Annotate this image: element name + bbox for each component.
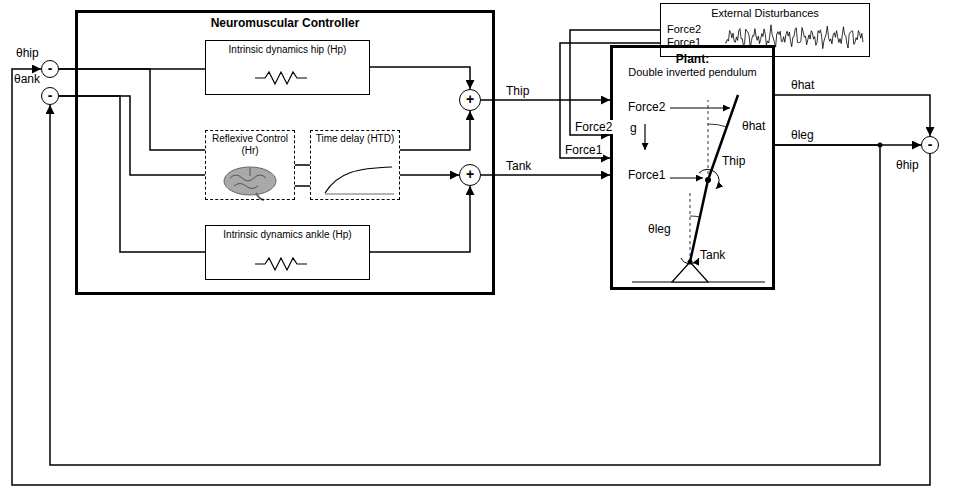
signal-label: θleg (790, 128, 815, 142)
node-text: Reflexive Control (Hr) (206, 131, 294, 157)
sum-junction: + (459, 89, 481, 111)
signal-connector (400, 174, 459, 176)
signal-connector (400, 111, 470, 150)
node-text: Neuromuscular Controller (78, 13, 492, 30)
junction-sign: + (460, 165, 480, 184)
process-box: Intrinsic dynamics ankle (Hp) (205, 225, 370, 280)
node-text: External Disturbances (661, 7, 869, 20)
spring-symbol (255, 258, 307, 270)
signal-connector (59, 96, 205, 252)
signal-label: θhat (790, 78, 815, 92)
signal-connector (370, 67, 470, 89)
signal-connector (481, 174, 610, 176)
signal-connector (50, 105, 880, 465)
signal-label: Thip (505, 84, 530, 98)
plant-box: Plant:Double inverted pendulum (610, 45, 775, 290)
signal-connector (59, 69, 205, 150)
sum-junction: - (921, 136, 939, 154)
figure-label: Force2 (628, 100, 665, 114)
process-box: Intrinsic dynamics hip (Hp) (205, 40, 370, 95)
figure-label: θleg (648, 222, 671, 236)
sum-junction: + (459, 164, 481, 186)
signal-label: Force2 (574, 120, 613, 134)
signal-connector (370, 186, 470, 252)
process-box: Reflexive Control (Hr) (205, 130, 295, 200)
figure-label: Tank (700, 248, 725, 262)
delay-axis (325, 194, 394, 195)
figure-label: g (630, 121, 637, 135)
junction-dot (878, 143, 883, 148)
process-box: Time delay (HTD) (310, 130, 400, 200)
signal-connector (12, 69, 930, 485)
node-text: Intrinsic dynamics ankle (Hp) (206, 226, 369, 240)
figure-label: Thip (722, 154, 745, 168)
signal-connector (295, 164, 310, 166)
signal-label: θhip (16, 46, 39, 60)
junction-sign: - (42, 88, 58, 103)
signal-label: Force1 (564, 143, 603, 157)
figure-label: Force1 (628, 168, 665, 182)
controller-box: Neuromuscular ControllerIntrinsic dynami… (75, 10, 495, 295)
spring-symbol (255, 72, 307, 84)
node-text: Force2 (667, 23, 701, 36)
node-text: Force1 (667, 36, 701, 49)
disturbance-box: External DisturbancesForce2Force1 (660, 3, 870, 57)
signal-label: θank (14, 72, 40, 86)
delay-curve (325, 167, 392, 193)
junction-sign: - (922, 137, 938, 152)
node-text: Plant: (613, 48, 772, 66)
sum-junction: - (41, 60, 59, 78)
signal-label: Tank (505, 159, 532, 173)
node-text: Intrinsic dynamics hip (Hp) (206, 41, 369, 55)
figure-label: θhat (742, 119, 765, 133)
signal-connector (59, 96, 205, 175)
sum-junction: - (41, 87, 59, 105)
node-text: Time delay (HTD) (311, 131, 399, 145)
signal-label: θhip (896, 158, 919, 172)
signal-connector (481, 99, 610, 101)
brain-icon (224, 167, 276, 200)
node-text: Double inverted pendulum (613, 66, 772, 79)
signal-wire (295, 185, 310, 187)
junction-sign: - (42, 61, 58, 76)
pendulum-figure (632, 95, 765, 282)
junction-sign: + (460, 90, 480, 109)
